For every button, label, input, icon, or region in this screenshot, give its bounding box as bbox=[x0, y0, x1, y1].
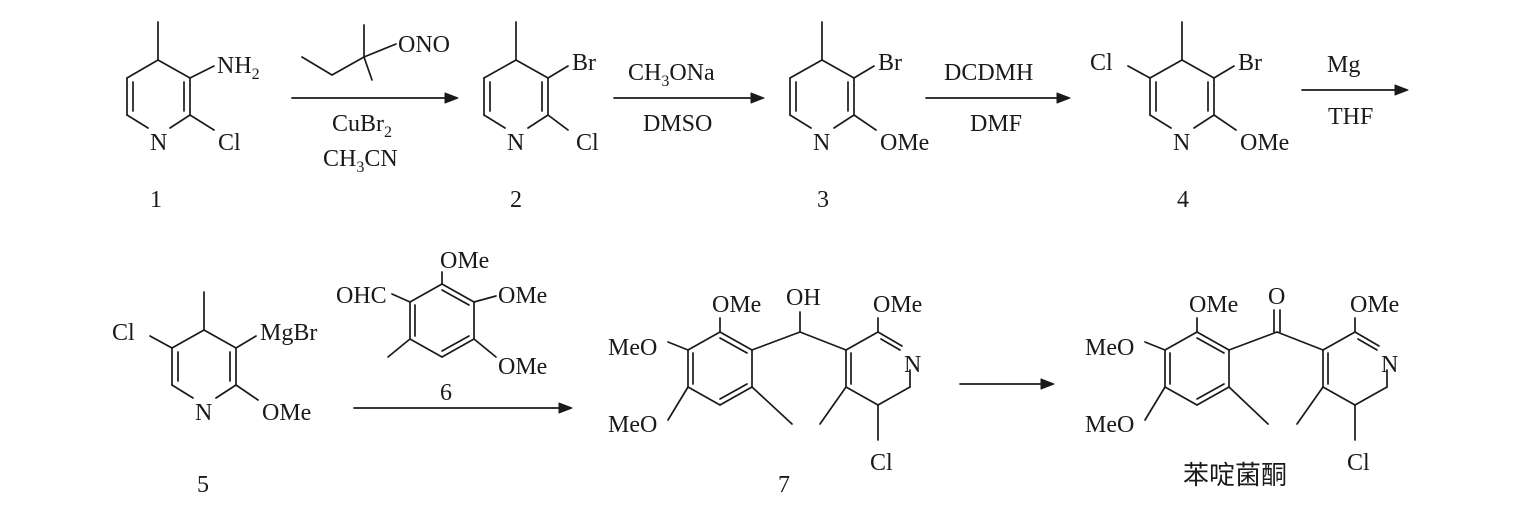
step-3-reagent-dcdmh: DCDMH bbox=[944, 60, 1033, 86]
compound-7-ome-pyridyl-label: OMe bbox=[873, 292, 922, 318]
compound-5-number: 5 bbox=[197, 472, 209, 498]
arrow-step-1 bbox=[291, 92, 459, 104]
step-2-solvent-dmso: DMSO bbox=[643, 111, 712, 137]
compound-7-meo-lower-label: MeO bbox=[608, 412, 657, 438]
product-carbonyl-o-label: O bbox=[1268, 284, 1285, 310]
compound-7-n-label: N bbox=[904, 352, 921, 378]
compound-4-cl-label: Cl bbox=[1090, 50, 1113, 76]
compound-6-structure: OMe OMe OMe OHC bbox=[336, 248, 547, 380]
compound-7-number: 7 bbox=[778, 472, 790, 498]
compound-5-ome-label: OMe bbox=[262, 400, 311, 426]
compound-4-n-label: N bbox=[1173, 130, 1190, 156]
product-cl-label: Cl bbox=[1347, 450, 1370, 476]
isoamyl-nitrite-ono-label: ONO bbox=[398, 32, 450, 58]
compound-6-number: 6 bbox=[440, 380, 452, 406]
compound-7-oh-label: OH bbox=[786, 285, 821, 311]
product-ome-top-label: OMe bbox=[1189, 292, 1238, 318]
compound-6-ome-top-label: OMe bbox=[440, 248, 489, 274]
compound-5-n-label: N bbox=[195, 400, 212, 426]
isoamyl-nitrite-structure: ONO bbox=[301, 24, 450, 81]
compound-2-structure: Br N Cl bbox=[483, 21, 599, 156]
product-meo-upper-label: MeO bbox=[1085, 335, 1134, 361]
compound-2-number: 2 bbox=[510, 187, 522, 213]
compound-6-ome-right-label: OMe bbox=[498, 283, 547, 309]
product-structure: OMe O OMe MeO MeO N Cl bbox=[1085, 284, 1399, 476]
arrow-step-6 bbox=[959, 378, 1055, 390]
arrow-step-5 bbox=[353, 402, 573, 414]
compound-5-structure: Cl MgBr N OMe bbox=[112, 291, 317, 426]
product-meo-lower-label: MeO bbox=[1085, 412, 1134, 438]
compound-7-structure: OMe OH OMe MeO MeO N Cl bbox=[608, 285, 922, 476]
compound-1-structure: NH2 N Cl bbox=[126, 21, 260, 156]
compound-3-ome-label: OMe bbox=[880, 130, 929, 156]
arrow-step-2 bbox=[613, 92, 765, 104]
step-4-solvent-thf: THF bbox=[1328, 104, 1373, 130]
compound-3-n-label: N bbox=[813, 130, 830, 156]
product-name: 苯啶菌酮 bbox=[1183, 461, 1287, 491]
compound-1-cl-label: Cl bbox=[218, 130, 241, 156]
step-1-reagent-cubr2: CuBr2 bbox=[332, 111, 392, 141]
compound-4-number: 4 bbox=[1177, 187, 1189, 213]
compound-4-structure: Cl Br N OMe bbox=[1090, 21, 1289, 156]
step-2-reagent-ch3ona: CH3ONa bbox=[628, 60, 715, 90]
compound-1-number: 1 bbox=[150, 187, 162, 213]
compound-6-ohc-label: OHC bbox=[336, 283, 387, 309]
compound-6-ome-bottom-label: OMe bbox=[498, 354, 547, 380]
compound-7-ome-top-label: OMe bbox=[712, 292, 761, 318]
compound-4-br-label: Br bbox=[1238, 50, 1262, 76]
arrow-step-4 bbox=[1301, 84, 1409, 96]
arrow-step-3 bbox=[925, 92, 1071, 104]
compound-7-cl-label: Cl bbox=[870, 450, 893, 476]
compound-2-cl-label: Cl bbox=[576, 130, 599, 156]
compound-1-n-label: N bbox=[150, 130, 167, 156]
compound-7-meo-upper-label: MeO bbox=[608, 335, 657, 361]
compound-5-cl-label: Cl bbox=[112, 320, 135, 346]
compound-4-ome-label: OMe bbox=[1240, 130, 1289, 156]
compound-3-br-label: Br bbox=[878, 50, 902, 76]
compound-2-n-label: N bbox=[507, 130, 524, 156]
compound-5-mgbr-label: MgBr bbox=[260, 320, 317, 346]
compound-3-number: 3 bbox=[817, 187, 829, 213]
compound-3-structure: Br N OMe bbox=[789, 21, 929, 156]
step-1-solvent-ch3cn: CH3CN bbox=[323, 146, 398, 176]
product-n-label: N bbox=[1381, 352, 1398, 378]
step-4-reagent-mg: Mg bbox=[1327, 52, 1360, 78]
product-ome-pyridyl-label: OMe bbox=[1350, 292, 1399, 318]
compound-1-nh2-label: NH2 bbox=[217, 53, 260, 83]
compound-2-br-label: Br bbox=[572, 50, 596, 76]
step-3-solvent-dmf: DMF bbox=[970, 111, 1022, 137]
